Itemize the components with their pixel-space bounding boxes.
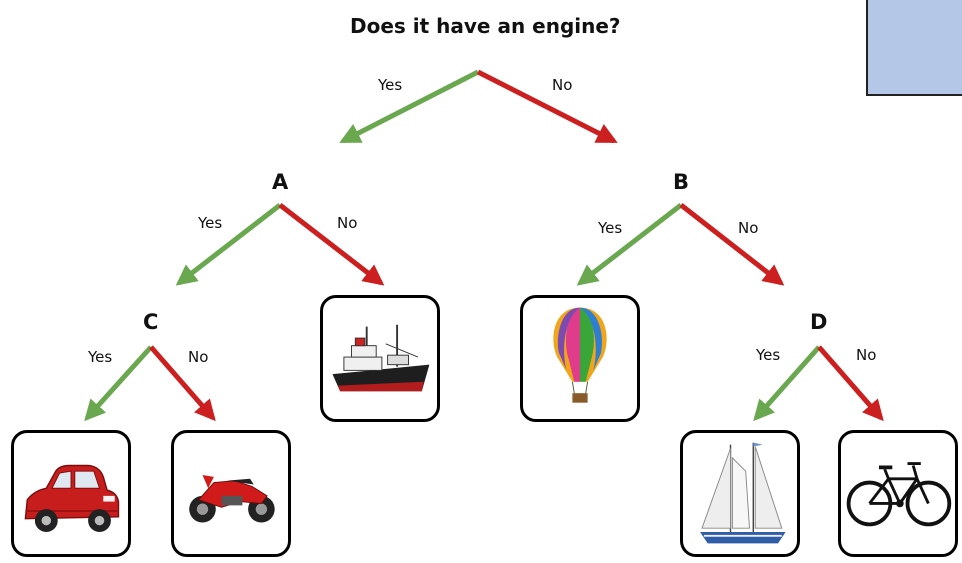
arrow-root-no [476, 69, 618, 144]
car-icon [24, 464, 120, 532]
sailboat-icon [700, 442, 786, 544]
node-c: C [143, 310, 159, 334]
leaf-card-sailboat [680, 430, 800, 557]
node-d: D [810, 310, 828, 334]
label-a-yes: Yes [198, 214, 223, 232]
motorcycle-icon [189, 474, 275, 523]
arrow-b-no [679, 203, 785, 286]
label-d-yes: Yes [756, 346, 781, 364]
arrow-d-no [817, 345, 884, 422]
arrow-a-yes [175, 203, 282, 286]
leaf-card-balloon [520, 295, 640, 422]
ship-icon [332, 324, 430, 392]
arrow-b-yes [576, 203, 683, 286]
leaf-card-motorcycle [171, 430, 291, 557]
arrow-c-no [149, 345, 216, 422]
label-root-no: No [552, 76, 573, 94]
label-b-yes: Yes [598, 219, 623, 237]
arrow-d-yes [753, 345, 821, 422]
label-c-yes: Yes [88, 348, 113, 366]
label-a-no: No [337, 214, 358, 232]
leaf-card-car [11, 430, 131, 557]
arrow-root-yes [339, 69, 480, 144]
blue-box [866, 0, 962, 96]
label-d-no: No [856, 346, 877, 364]
leaf-card-ship [320, 295, 440, 422]
arrow-a-no [278, 203, 385, 286]
bicycle-icon [846, 462, 952, 527]
node-b: B [673, 170, 690, 194]
label-c-no: No [188, 348, 209, 366]
arrow-c-yes [84, 345, 153, 422]
node-a: A [272, 170, 289, 194]
label-b-no: No [738, 219, 759, 237]
label-root-yes: Yes [378, 76, 403, 94]
leaf-card-bicycle [838, 430, 958, 557]
hot-air-balloon-icon [553, 307, 607, 403]
root-question: Does it have an engine? [350, 14, 621, 38]
